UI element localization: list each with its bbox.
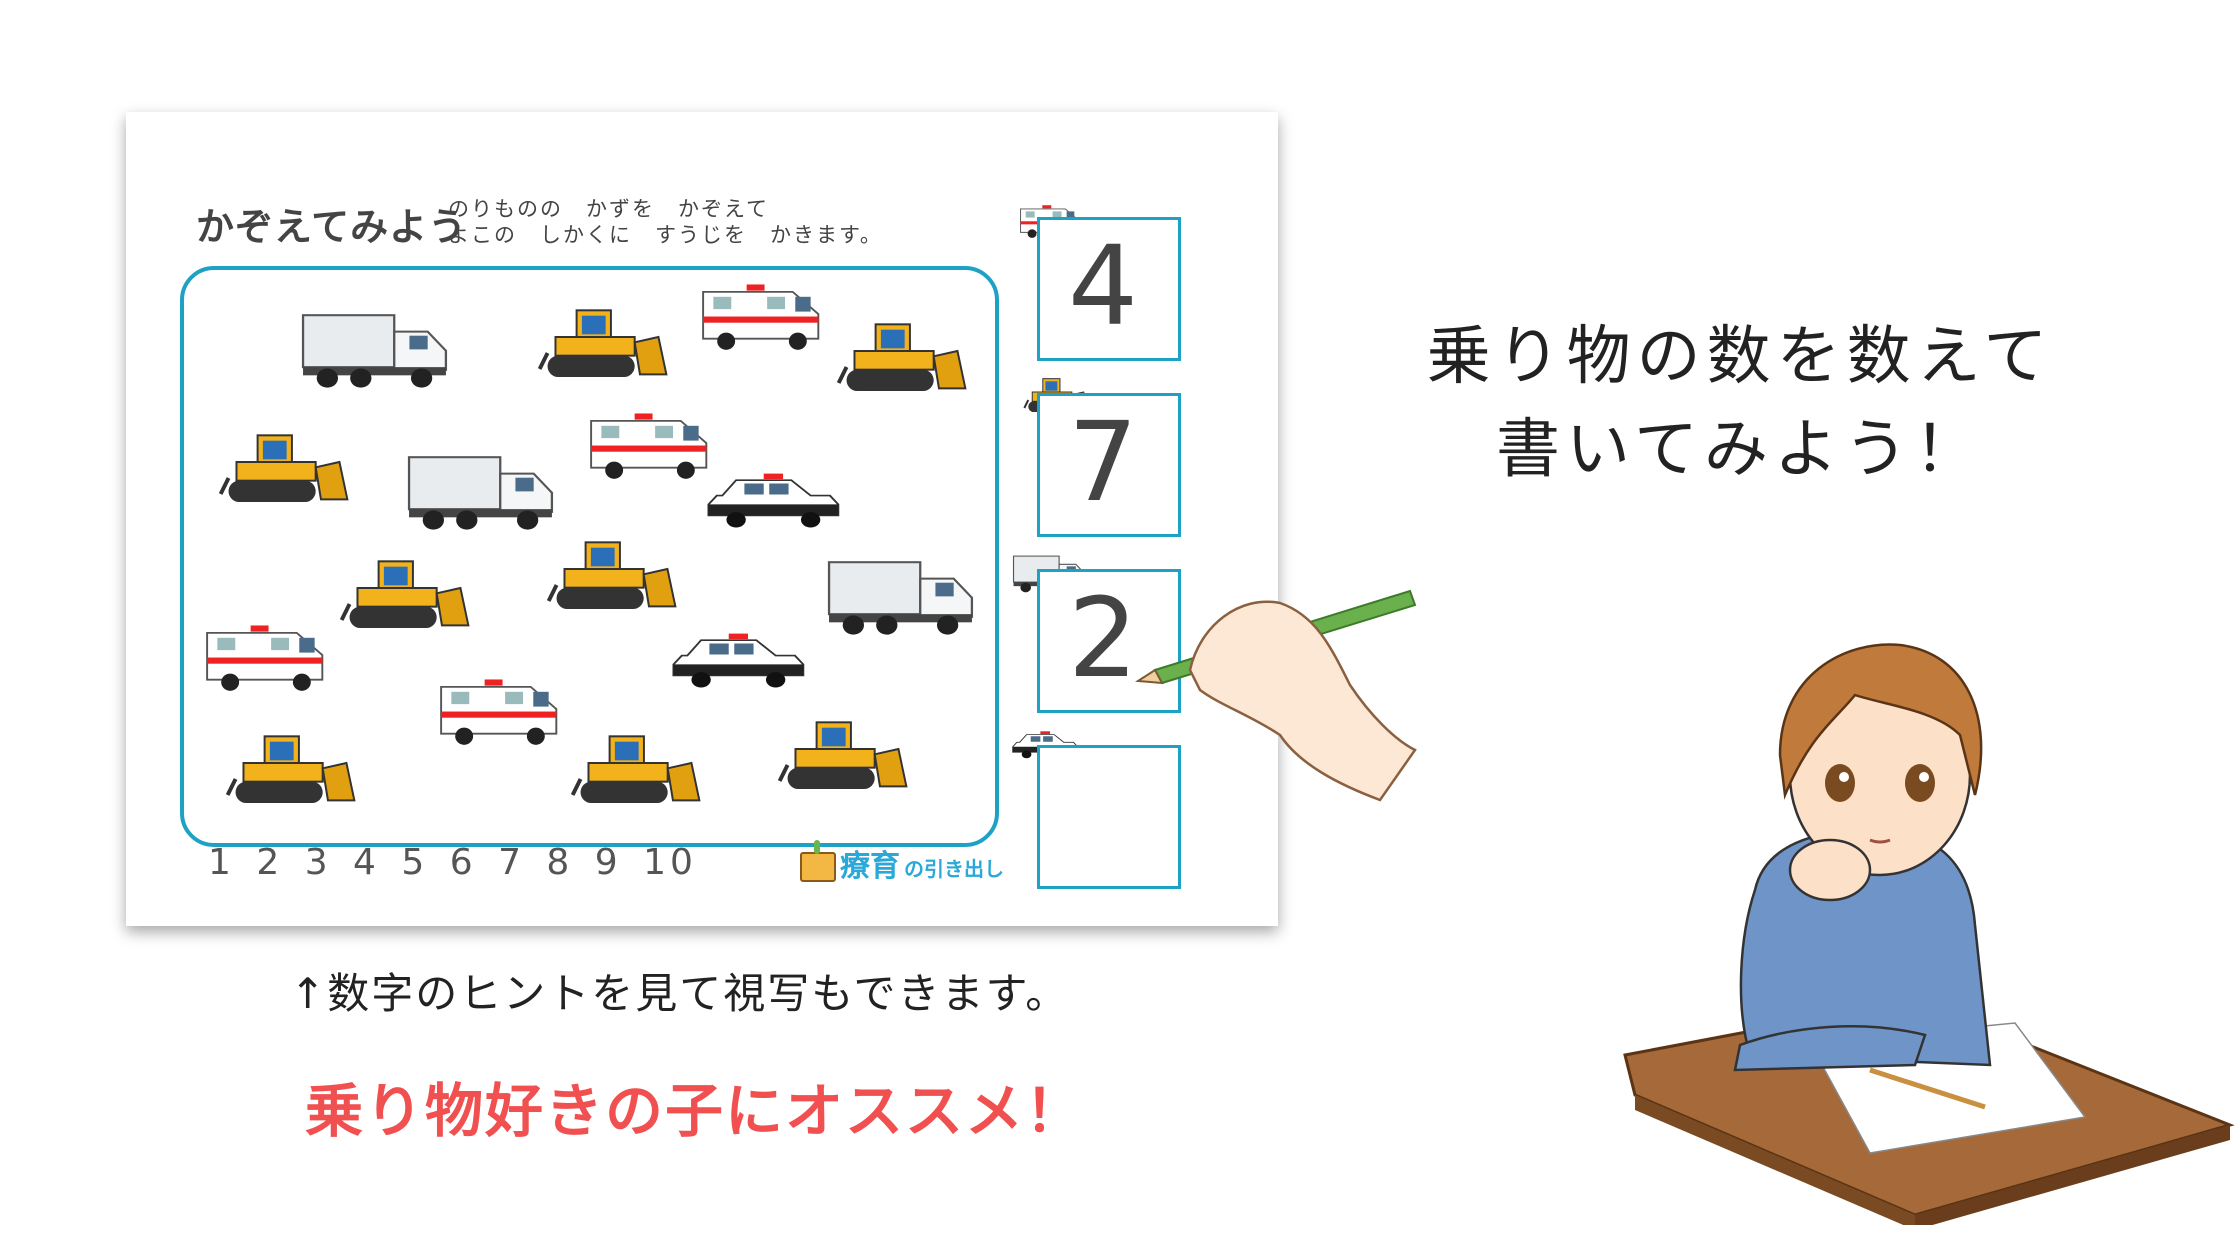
answer-box-truck: 2: [1037, 569, 1181, 713]
brand-logo: 療育 の引き出し: [800, 840, 1004, 884]
police-car-icon: [703, 467, 841, 533]
truck-icon: [826, 554, 978, 636]
sprout-box-icon: [800, 840, 836, 882]
answer-box-ambulance: 4: [1037, 217, 1181, 361]
answer-value: 2: [1068, 574, 1138, 702]
promo-text: 乗り物好きの子にオススメ！: [305, 1077, 1086, 1145]
truck-icon: [406, 449, 558, 531]
ambulance-icon: [586, 411, 714, 485]
hint-caption: ↑数字のヒントを見て視写もできます。: [290, 969, 1070, 1018]
bulldozer-icon: [546, 537, 678, 617]
answer-value: 4: [1068, 222, 1138, 350]
logo-sub: の引き出し: [904, 857, 1004, 881]
headline-line-1: 乗り物の数を数えて: [1426, 320, 2054, 394]
bulldozer-icon: [225, 731, 357, 811]
boy-at-desk-illustration: [1623, 643, 2235, 1225]
ambulance-icon: [698, 282, 826, 356]
number-hint: 1 2 3 4 5 6 7 8 9 10: [208, 842, 697, 883]
headline-line-2: 書いてみよう！: [1495, 413, 1985, 487]
bulldozer-icon: [777, 717, 909, 797]
ambulance-icon: [202, 623, 330, 697]
bulldozer-icon: [836, 319, 968, 399]
answer-box-police-car: [1037, 745, 1181, 889]
worksheet-title: かぞえてみよう: [196, 205, 468, 249]
bulldozer-icon: [570, 731, 702, 811]
vehicle-frame: [180, 266, 999, 847]
small-pencil-icon: [1869, 1067, 1986, 1110]
bulldozer-icon: [218, 430, 350, 510]
bulldozer-icon: [537, 305, 669, 385]
ambulance-icon: [436, 677, 564, 751]
truck-icon: [300, 307, 452, 389]
answer-box-bulldozer: 7: [1037, 393, 1181, 537]
hand-with-pencil-illustration: [1134, 589, 1417, 802]
logo-main: 療育: [840, 849, 900, 884]
answer-value: 7: [1068, 398, 1138, 526]
bulldozer-icon: [339, 556, 471, 636]
police-car-icon: [668, 627, 806, 693]
worksheet-instructions: のりものの かずを かぞえて よこの しかくに すうじを かきます。: [448, 197, 883, 247]
